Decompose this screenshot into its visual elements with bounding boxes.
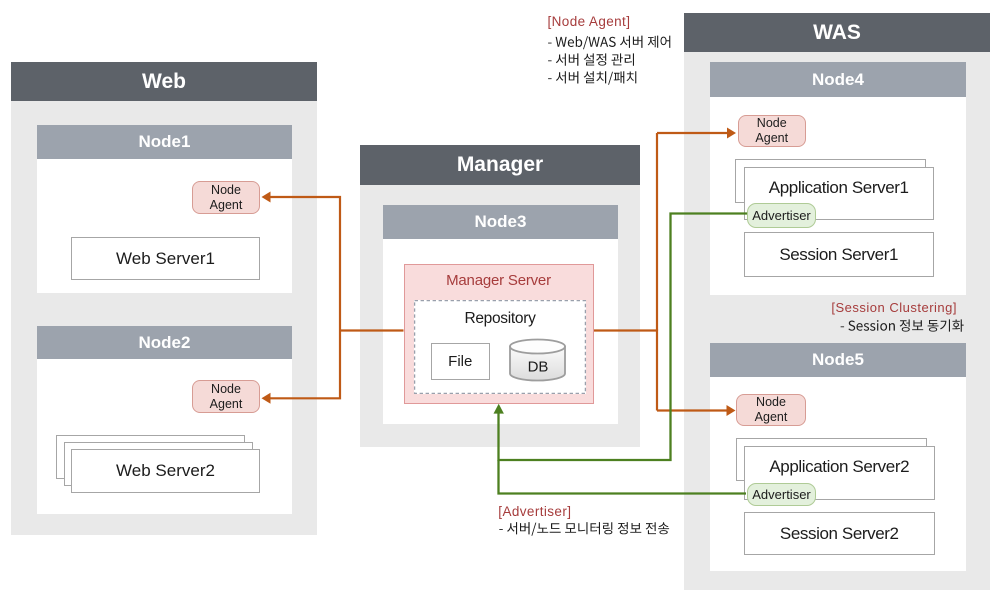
svg-text:DB: DB <box>528 359 549 376</box>
